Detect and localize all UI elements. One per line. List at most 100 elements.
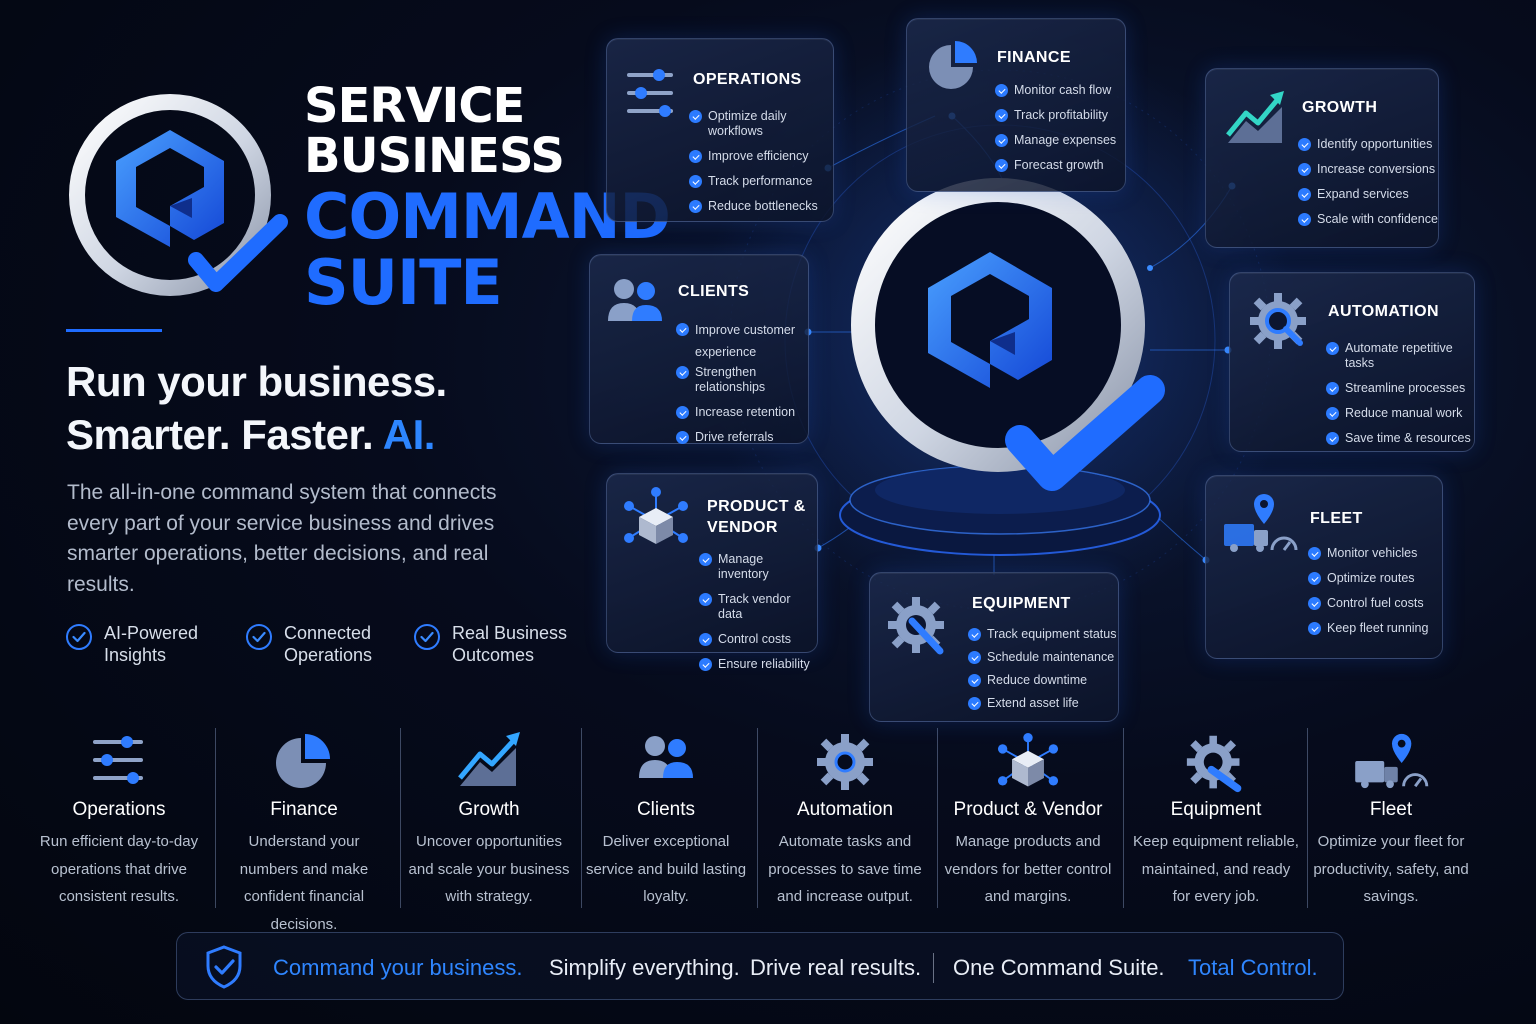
check-icon <box>968 651 981 664</box>
check-icon <box>676 366 689 379</box>
check-icon <box>968 674 981 687</box>
column-description: Deliver exceptional service and build la… <box>585 833 747 905</box>
card-operations[interactable]: OPERATIONS Optimize daily workflows Impr… <box>606 38 834 222</box>
list-item: Optimize routes <box>1308 571 1428 586</box>
truck-pin-icon <box>1355 733 1429 789</box>
card-list: Monitor cash flow Track profitability Ma… <box>995 83 1116 183</box>
column-operations: Operations Run efficient day-to-day oper… <box>28 728 210 908</box>
column-title: Automation <box>796 799 894 820</box>
list-item: Monitor vehicles <box>1308 546 1428 561</box>
list-item: Manage inventory <box>699 552 817 582</box>
check-icon <box>1308 597 1321 610</box>
center-emblem <box>820 170 1200 570</box>
list-item: Increase conversions <box>1298 162 1438 177</box>
users-icon <box>639 736 693 778</box>
gear-wrench-icon <box>888 597 944 655</box>
card-list: Optimize daily workflows Improve efficie… <box>689 109 833 224</box>
pill-ai-powered: AI-Powered Insights <box>66 622 224 666</box>
check-icon <box>699 593 712 606</box>
card-finance[interactable]: FINANCE Monitor cash flow Track profitab… <box>906 18 1126 192</box>
check-icon <box>1308 547 1321 560</box>
card-list: Improve customer experience Strengthen r… <box>676 319 800 455</box>
brand-title-line-4: SUITE <box>304 246 503 319</box>
column-automation: Automation Automate tasks and processes … <box>754 728 936 908</box>
card-clients[interactable]: CLIENTS Improve customer experience Stre… <box>589 254 809 444</box>
headline-line-1: Run your business. <box>66 358 447 405</box>
card-fleet[interactable]: FLEET Monitor vehicles Optimize routes C… <box>1205 475 1443 659</box>
card-list: Track equipment status Schedule maintena… <box>968 627 1116 719</box>
list-item: Reduce manual work <box>1326 406 1474 421</box>
card-list: Automate repetitive tasks Streamline pro… <box>1326 341 1474 456</box>
column-clients: Clients Deliver exceptional service and … <box>575 728 757 908</box>
pill-label: Real Business Outcomes <box>452 623 568 665</box>
card-title: AUTOMATION <box>1328 303 1439 320</box>
check-icon <box>1308 622 1321 635</box>
list-item: Automate repetitive tasks <box>1326 341 1474 371</box>
trend-up-icon <box>1226 91 1284 143</box>
check-icon <box>995 134 1008 147</box>
card-title: OPERATIONS <box>693 71 802 88</box>
pie-chart-icon <box>929 41 977 89</box>
brand-title-line-1: SERVICE <box>304 78 525 134</box>
check-icon <box>968 628 981 641</box>
column-divider <box>1307 728 1308 908</box>
column-growth: Growth Uncover opportunities and scale y… <box>398 728 580 908</box>
card-list: Identify opportunities Increase conversi… <box>1298 137 1438 237</box>
list-item: Scale with confidence <box>1298 212 1438 227</box>
column-description: Automate tasks and processes to save tim… <box>768 833 922 905</box>
list-item: Optimize daily workflows <box>689 109 833 139</box>
check-icon <box>1298 188 1311 201</box>
column-divider <box>400 728 401 908</box>
column-equipment: Equipment Keep equipment reliable, maint… <box>1125 728 1307 908</box>
list-item: Improve efficiency <box>689 149 833 164</box>
column-description: Uncover opportunities and scale your bus… <box>408 833 570 905</box>
check-icon <box>1326 407 1339 420</box>
card-automation[interactable]: AUTOMATION Automate repetitive tasks Str… <box>1229 272 1475 452</box>
card-title: FLEET <box>1310 510 1363 527</box>
users-icon <box>608 279 662 321</box>
list-item: Forecast growth <box>995 158 1116 173</box>
footer-text-total-control: Total Control. <box>1188 955 1318 980</box>
gear-wrench-icon <box>1186 735 1242 793</box>
check-icon <box>689 175 702 188</box>
column-title: Operations <box>72 799 166 820</box>
pill-label: AI-Powered Insights <box>104 623 199 665</box>
card-growth[interactable]: GROWTH Identify opportunities Increase c… <box>1205 68 1439 248</box>
brand-logo <box>58 88 298 318</box>
check-icon <box>968 697 981 710</box>
list-item: Manage expenses <box>995 133 1116 148</box>
network-cube-icon <box>997 732 1059 787</box>
check-icon <box>689 110 702 123</box>
footer-text-command: Command your business. <box>273 955 523 980</box>
gear-icon <box>817 734 873 790</box>
column-title: Growth <box>458 799 520 820</box>
card-list: Monitor vehicles Optimize routes Control… <box>1308 546 1428 646</box>
column-title: Equipment <box>1170 799 1262 820</box>
card-title: FINANCE <box>997 49 1071 66</box>
check-icon <box>689 200 702 213</box>
check-icon <box>995 159 1008 172</box>
pill-label: Connected Operations <box>284 623 373 665</box>
column-product-vendor: Product & Vendor Manage products and ven… <box>937 728 1119 908</box>
card-equipment[interactable]: EQUIPMENT Track equipment status Schedul… <box>869 572 1119 722</box>
list-item: Reduce bottlenecks <box>689 199 833 214</box>
column-description: Keep equipment reliable, maintained, and… <box>1133 833 1299 905</box>
trend-up-icon <box>458 732 520 786</box>
list-item: Strengthen relationships <box>676 365 800 395</box>
list-item: Track vendor data <box>699 592 817 622</box>
check-icon <box>995 109 1008 122</box>
check-icon <box>1298 138 1311 151</box>
pie-chart-icon <box>276 734 330 788</box>
list-item: Drive referrals <box>676 430 800 445</box>
card-title: EQUIPMENT <box>972 595 1071 612</box>
check-icon <box>699 553 712 566</box>
column-fleet: Fleet Optimize your fleet for productivi… <box>1300 728 1482 908</box>
card-product-vendor[interactable]: PRODUCT &VENDOR Manage inventory Track v… <box>606 473 818 671</box>
check-icon <box>1326 382 1339 395</box>
pill-connected: Connected Operations <box>246 622 404 666</box>
check-icon <box>699 658 712 671</box>
list-item: Track performance <box>689 174 833 189</box>
list-item: Schedule maintenance <box>968 650 1116 665</box>
list-item: Control fuel costs <box>1308 596 1428 611</box>
card-title: PRODUCT &VENDOR <box>707 498 806 536</box>
